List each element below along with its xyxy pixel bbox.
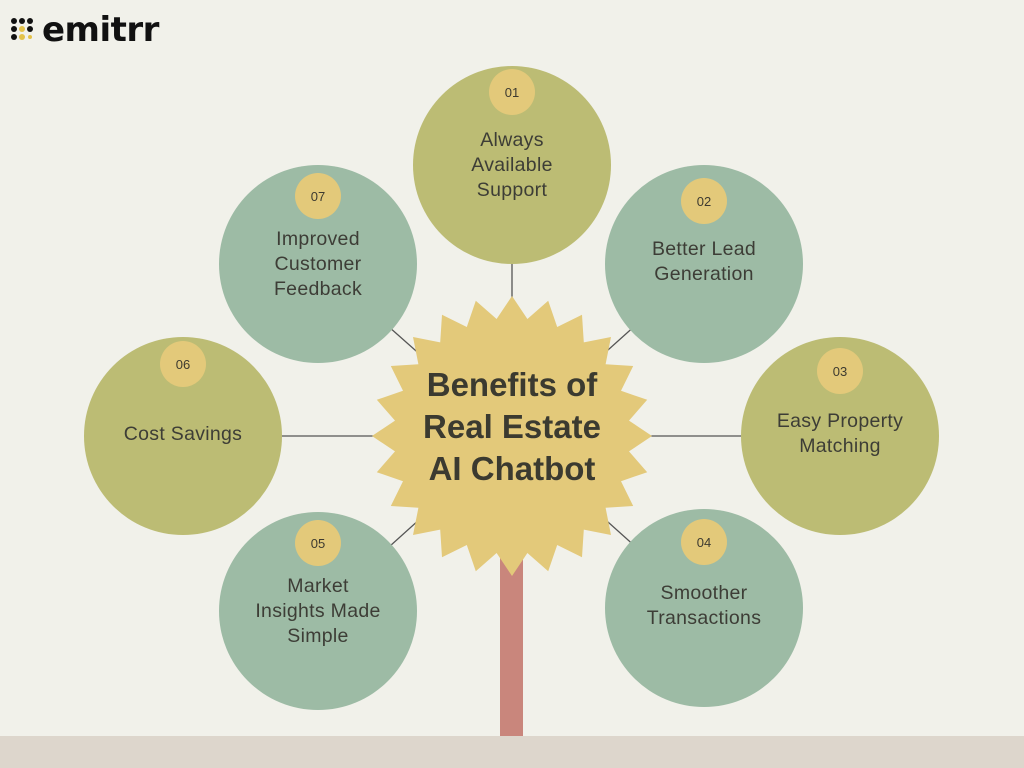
benefit-label-line: Easy Property [776,410,904,432]
number-badge: 02 [681,178,727,224]
number-badge: 07 [295,173,341,219]
number-badge: 01 [489,69,535,115]
benefit-label: Cost Savings [94,422,272,447]
number-badge: 04 [681,519,727,565]
benefit-label-line: Generation [654,263,754,285]
benefit-label-line: Better Lead [651,238,757,260]
title-line: AI Chatbot [428,450,596,487]
benefit-label-line: Market [287,574,349,597]
benefit-label-line: Insights Made [255,599,381,622]
number-badge: 03 [817,348,863,394]
number-badge: 05 [295,520,341,566]
diagram-title: Benefits of Real Estate AI Chatbot [392,364,632,490]
benefit-label-line: Support [476,178,548,201]
starburst [372,296,652,576]
benefit-label-line: Always [480,128,544,151]
benefit-label-line: Customer [274,252,362,275]
benefit-label-line: Feedback [273,277,363,300]
title-line: Benefits of [426,366,598,403]
benefit-label-line: Cost Savings [123,422,243,445]
title-line: Real Estate [423,408,601,445]
trunk [500,540,523,736]
benefit-label-line: Simple [287,624,349,647]
benefit-label-line: Matching [799,435,881,457]
emitrr-logo: emitrr [10,10,159,50]
ground-band [0,736,1024,768]
number-badge: 06 [160,341,206,387]
benefit-label-line: Improved [276,227,360,250]
benefit-label-line: Transactions [646,607,762,629]
logo-text: emitrr [42,10,159,50]
logo-dots-icon [11,18,33,40]
benefit-label-line: Available [471,153,553,176]
benefit-label-line: Smoother [660,582,748,604]
